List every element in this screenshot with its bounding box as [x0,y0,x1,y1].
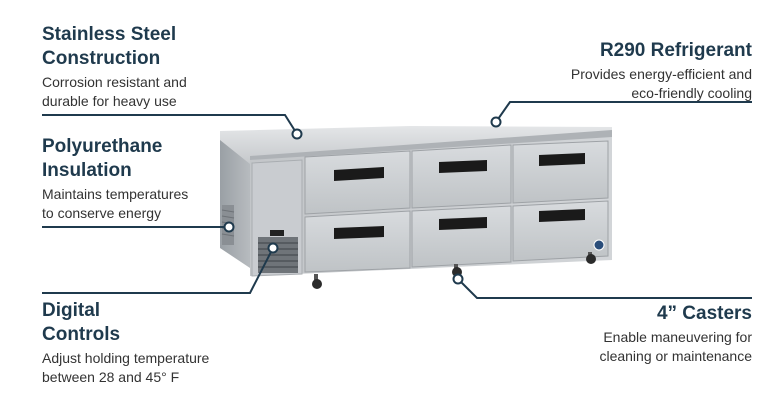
feature-title: Polyurethane Insulation [42,136,163,181]
callout-line-stainless [42,114,298,135]
brand-logo-badge-icon [593,239,605,251]
feature-title: Stainless Steel Construction [42,24,177,69]
feature-title: R290 Refrigerant [599,40,752,61]
drawer-bottom-right [512,200,609,262]
feature-casters: 4” Casters Enable maneuvering for cleani… [520,302,752,366]
feature-title: Digital Controls [42,300,121,345]
feature-description: Corrosion resistant and durable for heav… [42,74,187,109]
feature-title: 4” Casters [656,303,752,324]
callout-line-digital [42,247,274,294]
callout-line-refrigerant [495,101,752,123]
callout-dot-refrigerant-icon [490,116,502,128]
front-vent-grille [258,237,298,273]
feature-description: Adjust holding temperature between 28 an… [42,350,210,385]
caster-front-right [586,252,596,264]
feature-r290-refrigerant: R290 Refrigerant Provides energy-efficie… [500,39,752,103]
caster-front-left [312,274,322,289]
callout-dot-stainless-icon [291,128,303,140]
callout-markers [223,116,502,285]
feature-description: Maintains temperatures to conserve energ… [42,186,189,221]
drawer-top-left [304,150,411,215]
digital-controller-display [270,230,284,236]
drawer-top-right [512,140,609,204]
feature-digital-controls: Digital Controls Adjust holding temperat… [42,299,282,387]
drawer-top-middle [411,144,512,209]
callout-line-casters [457,278,752,299]
feature-polyurethane-insulation: Polyurethane Insulation Maintains temper… [42,135,272,223]
feature-description: Enable maneuvering for cleaning or maint… [599,329,752,364]
callout-dot-digital-icon [267,242,279,254]
feature-description: Provides energy-efficient and eco-friend… [570,66,752,101]
callout-dot-casters-icon [452,273,464,285]
drawer-bottom-middle [411,205,512,268]
callout-dot-polyurethane-icon [223,221,235,233]
drawer-bottom-left [304,210,411,273]
feature-stainless-steel: Stainless Steel Construction Corrosion r… [42,23,272,111]
callout-lines [42,101,752,299]
